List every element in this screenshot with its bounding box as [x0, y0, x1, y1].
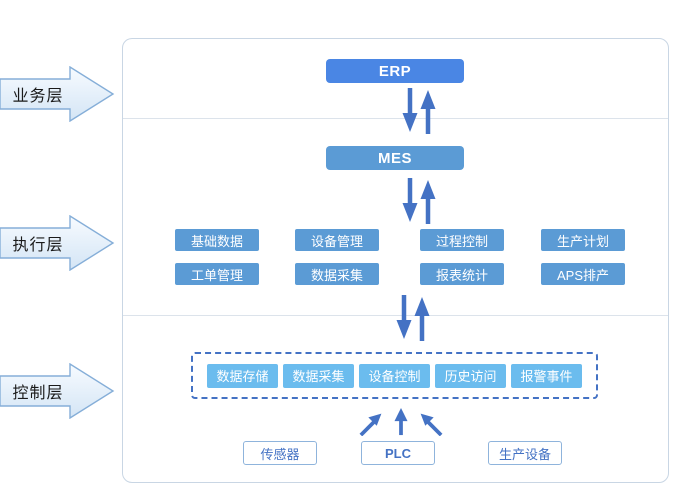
right-block-arrow-icon [0, 362, 115, 420]
service-data-storage: 数据存储 [207, 363, 278, 388]
module-work-order: 工单管理 [175, 263, 259, 285]
right-block-arrow-icon [0, 65, 115, 123]
updown-arrows-erp-mes-icon [402, 88, 436, 134]
control-services-group: 数据存储 数据采集 设备控制 历史访问 报警事件 [191, 352, 598, 399]
module-equipment-mgmt: 设备管理 [295, 229, 379, 251]
mes-node: MES [326, 146, 464, 170]
layer-arrow-control: 控制层 [0, 362, 115, 420]
module-aps-scheduling: APS排产 [541, 263, 625, 285]
layer-label-business: 业务层 [12, 88, 64, 105]
module-basic-data: 基础数据 [175, 229, 259, 251]
service-device-control: 设备控制 [359, 363, 430, 388]
layer-arrow-business: 业务层 [0, 65, 115, 123]
device-plc: PLC [361, 441, 435, 465]
module-data-collection: 数据采集 [295, 263, 379, 285]
service-data-collection: 数据采集 [283, 363, 354, 388]
updown-arrows-mes-modules-icon [402, 178, 436, 224]
architecture-panel: ERP MES 基础数据 设备管理 过程控制 生产计划 工单管理 数据采集 报表… [122, 38, 669, 483]
module-production-plan: 生产计划 [541, 229, 625, 251]
service-history-access: 历史访问 [435, 363, 506, 388]
layer-arrow-execution: 执行层 [0, 214, 115, 272]
right-block-arrow-icon [0, 214, 115, 272]
module-report-stats: 报表统计 [420, 263, 504, 285]
divider-execution-control [123, 315, 668, 316]
layer-label-execution: 执行层 [12, 237, 64, 254]
erp-node: ERP [326, 59, 464, 83]
module-process-control: 过程控制 [420, 229, 504, 251]
layer-label-control: 控制层 [12, 385, 64, 402]
device-production-equipment: 生产设备 [488, 441, 562, 465]
converging-arrows-devices-icon [359, 408, 443, 436]
divider-business-execution [123, 118, 668, 119]
updown-arrows-execution-control-icon [396, 295, 430, 341]
service-alarm-events: 报警事件 [511, 363, 582, 388]
device-sensor: 传感器 [243, 441, 317, 465]
